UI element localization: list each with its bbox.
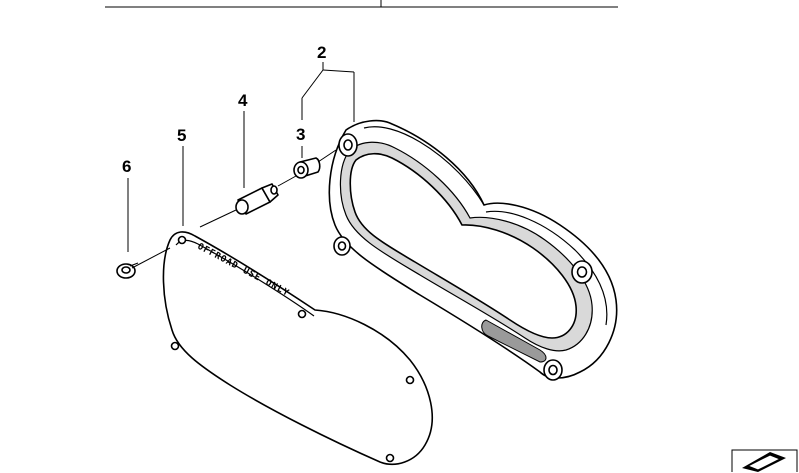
instrument-housing-frame	[328, 119, 618, 381]
assembly-lines	[131, 149, 337, 269]
callout-6: 6	[122, 157, 131, 176]
callout-2: 2	[317, 43, 326, 62]
callout-leaders	[127, 62, 355, 252]
callout-4: 4	[238, 91, 248, 110]
callout-5: 5	[177, 126, 186, 145]
screw-part	[116, 262, 139, 279]
grommet-part	[293, 157, 321, 179]
callout-3: 3	[296, 125, 305, 144]
callout-numbers: 2 3 4 5 6	[122, 43, 326, 176]
header-frame	[105, 0, 618, 8]
spacer-pin-part	[235, 183, 279, 215]
bmw-part-folder-icon	[731, 449, 798, 472]
